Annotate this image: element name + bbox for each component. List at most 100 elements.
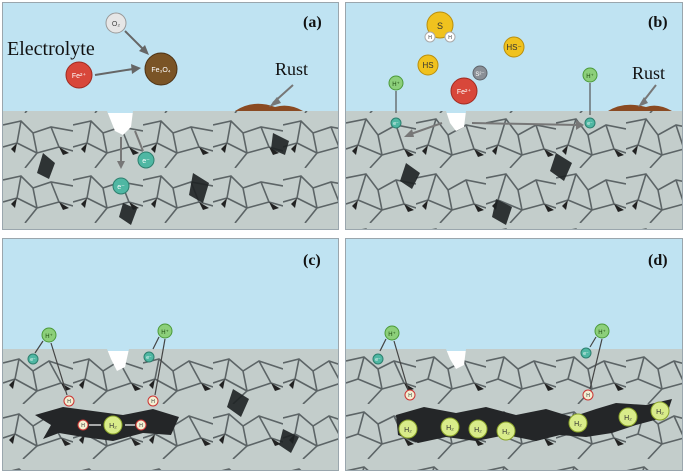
atomic-hydrogen: [77, 419, 89, 431]
o2-molecule: [105, 12, 127, 34]
fe2-ion: [65, 61, 93, 89]
steel-substrate: [346, 111, 682, 229]
svg-text:e⁻: e⁻: [30, 357, 36, 363]
svg-text:e⁻: e⁻: [375, 357, 381, 363]
grain-boundary-voids: [227, 389, 299, 453]
electron-transfer-arrow: [407, 122, 443, 136]
panel-label: (d): [648, 252, 668, 269]
electron: [137, 151, 155, 169]
h2-molecule: [440, 417, 460, 437]
svg-text:H: H: [81, 423, 85, 429]
svg-text:H: H: [151, 399, 155, 405]
svg-text:H⁺: H⁺: [586, 73, 594, 80]
h2-molecule: [496, 421, 516, 441]
h2-molecule: [650, 401, 670, 421]
panel-a: (a) Electrolyte Rust O₂ Fe²⁺ Fe₃O₄ e⁻ e⁻: [2, 2, 339, 230]
panel-d: (d) H⁺ e⁻ H H⁺ e⁻ H H₂ H₂ H₂ H₂ H₂ H₂ H₂: [345, 238, 683, 471]
electrolyte-region: [346, 239, 682, 351]
svg-text:Fe²⁺: Fe²⁺: [72, 72, 87, 80]
h2-molecule: [568, 413, 588, 433]
atomic-hydrogen: [63, 395, 75, 407]
svg-text:H₂: H₂: [474, 427, 482, 434]
svg-text:H⁺: H⁺: [388, 331, 396, 338]
h2-molecule: [468, 419, 488, 439]
atomic-hydrogen: [135, 419, 147, 431]
electron: [143, 351, 155, 363]
atomic-hydrogen: [147, 395, 159, 407]
hydrogen-ion: [582, 67, 598, 83]
steel-substrate: [3, 349, 338, 470]
rust-label: Rust: [275, 59, 308, 79]
panel-a-canvas: (a) Electrolyte Rust O₂ Fe²⁺ Fe₃O₄ e⁻ e⁻: [3, 3, 338, 229]
svg-text:H⁺: H⁺: [161, 329, 169, 336]
o2-arrow: [124, 30, 146, 52]
svg-text:H₂: H₂: [446, 425, 454, 432]
svg-text:HS: HS: [422, 61, 433, 70]
electron: [580, 347, 592, 359]
electron-transfer-arrow: [471, 122, 579, 126]
svg-text:H: H: [586, 393, 590, 399]
hydrogen-ion: [388, 75, 404, 91]
svg-text:e⁻: e⁻: [583, 351, 589, 357]
panel-label: (b): [648, 14, 668, 31]
svg-text:e⁻: e⁻: [117, 184, 125, 191]
svg-text:H: H: [67, 399, 71, 405]
svg-text:S: S: [437, 21, 443, 31]
hydrogen-diffusion-arrow: [154, 338, 166, 396]
panel-b: (b) Rust S H H HS HS⁻ S²⁻ Fe²⁺ H⁺ H⁺ e⁻ …: [345, 2, 683, 230]
svg-text:S²⁻: S²⁻: [475, 72, 484, 78]
h2-molecule: [398, 419, 418, 439]
panel-label: (c): [303, 252, 321, 269]
panel-b-canvas: (b) Rust S H H HS HS⁻ S²⁻ Fe²⁺ H⁺ H⁺ e⁻ …: [346, 3, 682, 229]
svg-text:H: H: [448, 35, 452, 41]
svg-text:HS⁻: HS⁻: [506, 43, 521, 52]
hs-species: [417, 54, 439, 76]
electron: [112, 177, 130, 195]
h2s-hydrogen-atom: [444, 31, 456, 43]
svg-text:H⁺: H⁺: [598, 329, 606, 336]
fe2-arrow: [94, 68, 134, 76]
electrolyte-region: [346, 3, 682, 113]
h2-molecule: [618, 407, 638, 427]
atomic-hydrogen: [404, 389, 416, 401]
electron: [390, 117, 402, 129]
hydrogen-ion: [594, 323, 610, 339]
svg-text:H₂: H₂: [574, 421, 582, 428]
atomic-hydrogen: [582, 389, 594, 401]
svg-text:H: H: [139, 423, 143, 429]
hs-minus-ion: [503, 36, 525, 58]
svg-text:e⁻: e⁻: [587, 121, 593, 127]
svg-text:e⁻: e⁻: [393, 121, 399, 127]
panel-c: (c) H⁺ e⁻ H⁺ e⁻ H H H H H₂: [2, 238, 339, 471]
hydrogen-diffusion-arrow: [393, 340, 409, 390]
electrolyte-label: Electrolyte: [7, 38, 95, 60]
rust-deposit: [608, 104, 672, 111]
svg-text:H: H: [428, 35, 432, 41]
svg-text:O₂: O₂: [112, 21, 120, 28]
h2-molecule: [103, 415, 123, 435]
steel-substrate: [3, 111, 338, 229]
h2s-sulfur-atom: [426, 11, 454, 39]
svg-text:H₂: H₂: [109, 423, 117, 430]
svg-text:H₂: H₂: [404, 427, 412, 434]
rust-deposit: [235, 103, 303, 111]
electron: [27, 353, 39, 365]
grain-boundary-voids: [400, 153, 572, 225]
panel-c-canvas: (c) H⁺ e⁻ H⁺ e⁻ H H H H H₂: [3, 239, 338, 470]
svg-text:e⁻: e⁻: [142, 158, 150, 165]
svg-text:H⁺: H⁺: [392, 81, 400, 88]
svg-text:e⁻: e⁻: [146, 355, 152, 361]
svg-text:H: H: [408, 393, 412, 399]
svg-text:H₂: H₂: [502, 429, 510, 436]
fe2-ion: [450, 77, 478, 105]
svg-text:H₂: H₂: [656, 409, 664, 416]
panel-d-canvas: (d) H⁺ e⁻ H H⁺ e⁻ H H₂ H₂ H₂ H₂ H₂ H₂ H₂: [346, 239, 682, 470]
hydrogen-diffusion-arrow: [589, 338, 603, 390]
h2s-hydrogen-atom: [424, 31, 436, 43]
svg-text:Fe₃O₄: Fe₃O₄: [151, 67, 170, 74]
electron: [584, 117, 596, 129]
electron: [372, 353, 384, 365]
svg-text:H₂: H₂: [624, 415, 632, 422]
rust-label: Rust: [632, 63, 665, 83]
hydrogen-ion: [384, 325, 400, 341]
